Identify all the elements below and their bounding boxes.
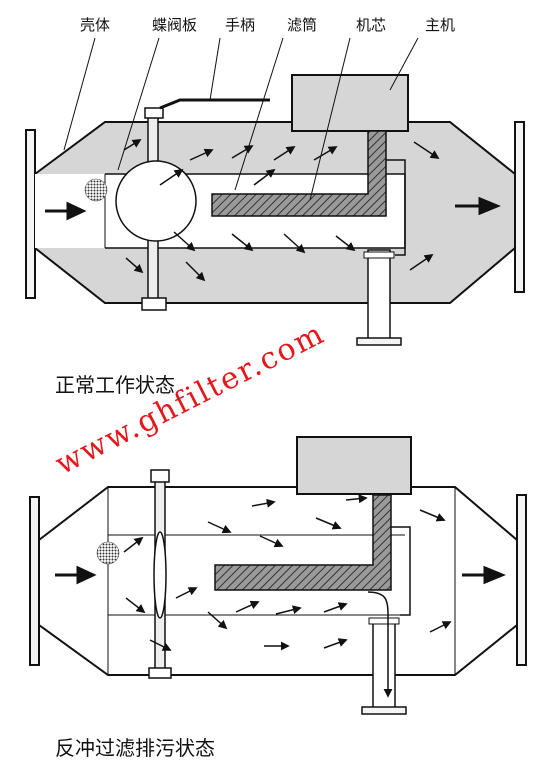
label-filter-cylinder: 滤筒 bbox=[287, 16, 317, 34]
caption-normal: 正常工作状态 bbox=[55, 373, 175, 397]
inlet-arrow bbox=[45, 201, 87, 221]
butterfly-plate bbox=[115, 160, 197, 242]
leader-lines bbox=[63, 37, 419, 201]
backwash-state-diagram: 反冲过滤排污状态 bbox=[29, 436, 527, 760]
particle-ball bbox=[84, 178, 108, 202]
main-unit-box-2 bbox=[296, 436, 412, 495]
drain-pipe bbox=[367, 249, 391, 341]
outlet-arrow bbox=[455, 196, 501, 216]
label-shell: 壳体 bbox=[80, 16, 110, 34]
particle-ball-2 bbox=[96, 541, 120, 565]
label-handle: 手柄 bbox=[225, 16, 255, 34]
inlet-flange-2 bbox=[29, 496, 40, 666]
normal-state-diagram: 壳体 蝶阀板 手柄 滤筒 机芯 主机 正常工作状态 bbox=[25, 16, 525, 397]
flow-arrows-backwash bbox=[123, 494, 452, 651]
label-core: 机芯 bbox=[356, 16, 386, 34]
handle-bar bbox=[159, 98, 270, 110]
butterfly-plate-closed bbox=[153, 531, 167, 619]
outlet-flange bbox=[514, 121, 525, 293]
core-hatched bbox=[211, 130, 387, 217]
flow-arrows-normal bbox=[123, 139, 440, 282]
core-hatched-2 bbox=[214, 494, 392, 591]
main-unit-box bbox=[291, 74, 409, 132]
drain-pipe-2 bbox=[372, 619, 396, 711]
inlet-flange bbox=[25, 129, 36, 299]
label-main-unit: 主机 bbox=[425, 16, 455, 34]
outlet-flange-2 bbox=[516, 494, 527, 666]
inlet-arrow-2 bbox=[55, 565, 97, 585]
outlet-arrow-2 bbox=[462, 565, 506, 585]
drain-flow-arrow bbox=[367, 591, 393, 698]
label-butterfly-plate: 蝶阀板 bbox=[152, 16, 197, 34]
caption-backwash: 反冲过滤排污状态 bbox=[55, 736, 215, 760]
watermark-url: www.ghfilter.com bbox=[50, 316, 331, 482]
